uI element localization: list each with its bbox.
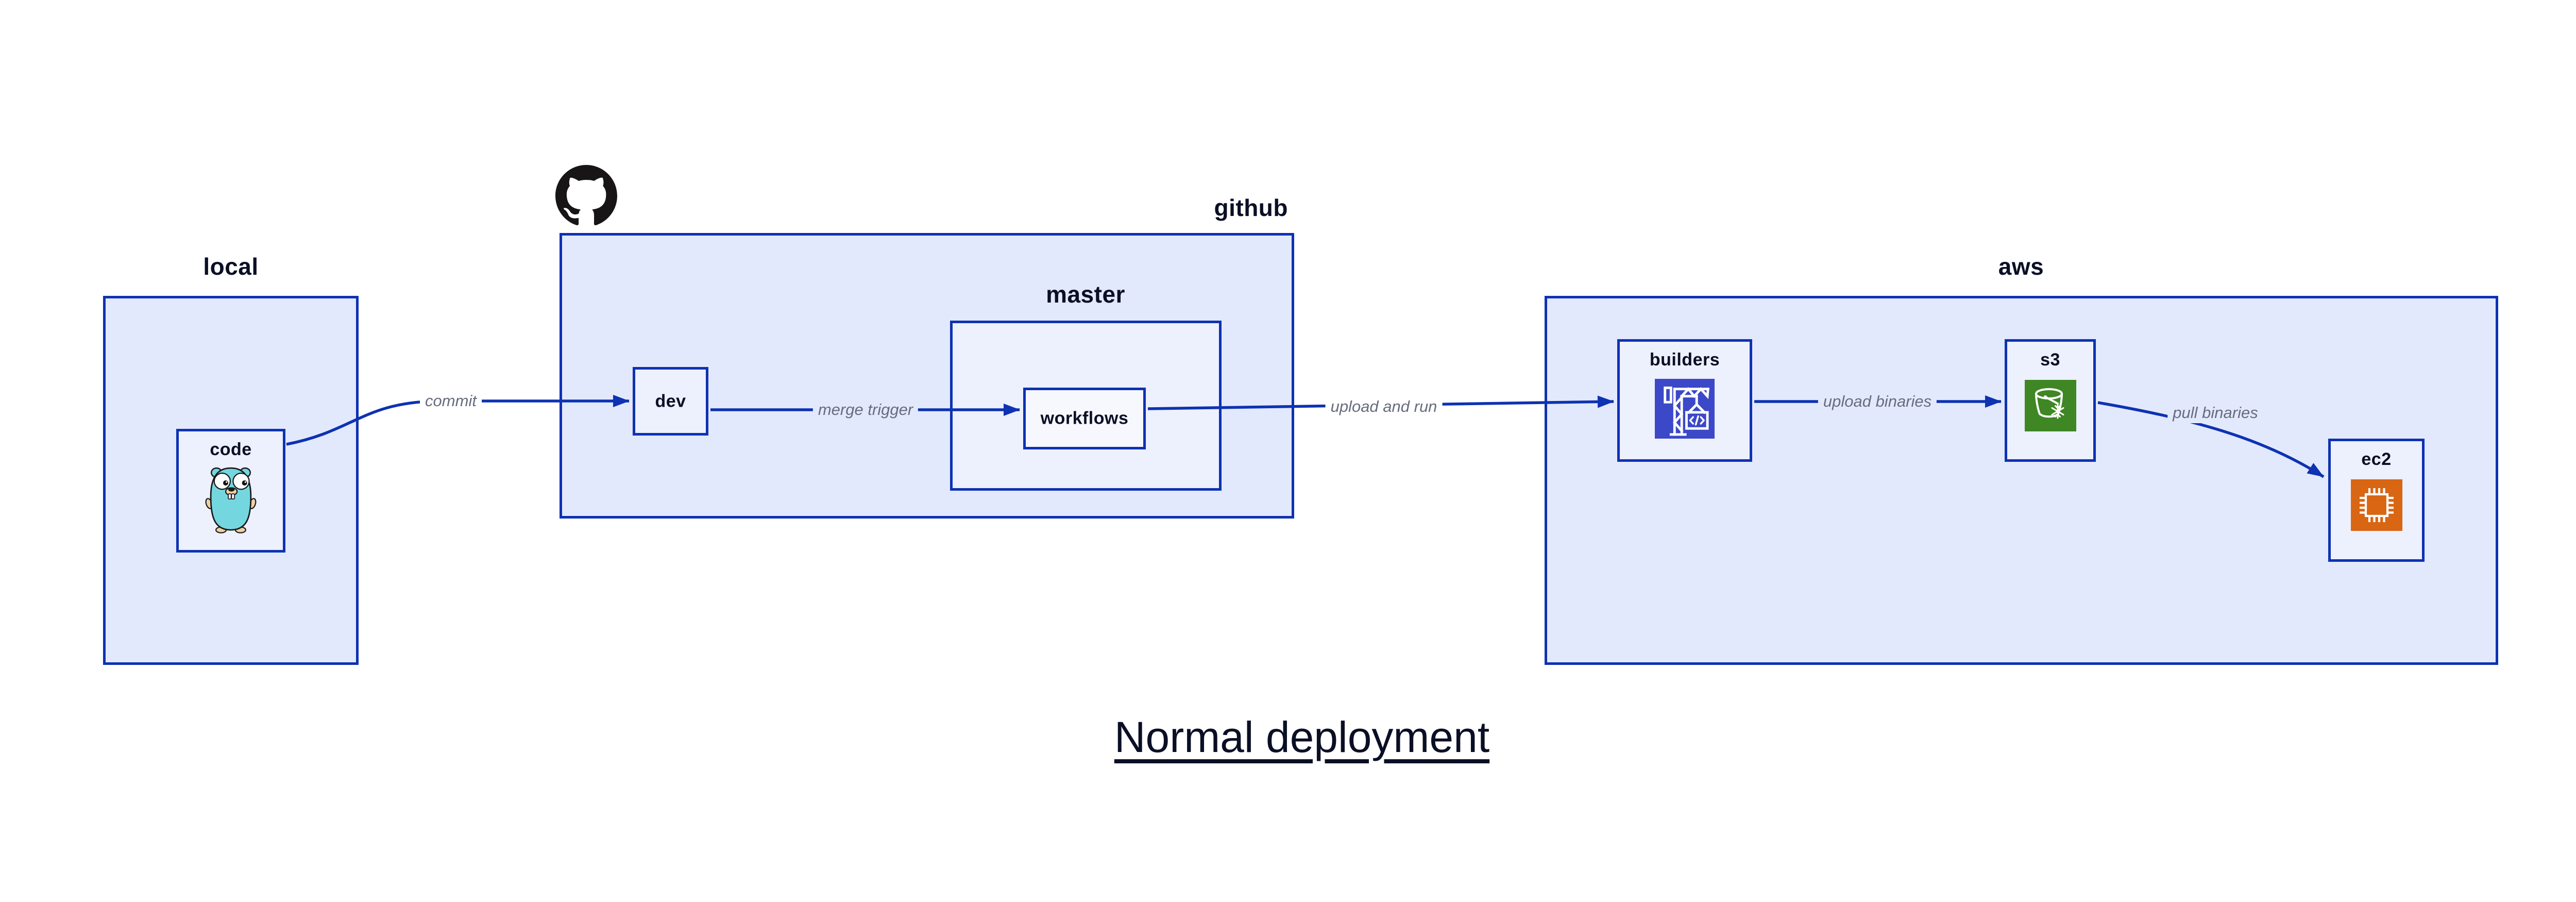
diagram-title: Normal deployment [1114, 713, 1490, 761]
group-label-github: github [1214, 194, 1288, 221]
go-gopher-icon [205, 463, 257, 533]
github-logo-icon [555, 165, 617, 227]
node-s3: s3 [2005, 339, 2096, 462]
node-code: code [176, 429, 285, 553]
node-workflows: workflows [1023, 388, 1146, 449]
group-label-master: master [1046, 281, 1125, 308]
edge-label-pull-binaries: pull binaries [2167, 403, 2263, 423]
node-builders: builders [1617, 339, 1752, 462]
node-s3-label: s3 [2040, 350, 2060, 370]
node-ec2-label: ec2 [2361, 449, 2392, 469]
node-builders-label: builders [1649, 350, 1720, 370]
edge-label-merge-trigger: merge trigger [812, 399, 919, 420]
node-code-label: code [210, 440, 252, 459]
group-label-aws: aws [1998, 253, 2044, 280]
ec2-chip-icon [2350, 479, 2402, 531]
node-dev-label: dev [655, 391, 686, 411]
edge-label-upload-binaries: upload binaries [1818, 391, 1937, 412]
edge-label-commit: commit [420, 391, 482, 411]
codebuild-crane-icon [1655, 379, 1715, 439]
s3-bucket-icon [2024, 380, 2076, 431]
node-ec2: ec2 [2328, 439, 2425, 562]
node-workflows-label: workflows [1040, 408, 1129, 428]
edge-label-upload-and-run: upload and run [1325, 396, 1443, 417]
group-label-local: local [203, 253, 259, 280]
node-dev: dev [633, 367, 708, 436]
